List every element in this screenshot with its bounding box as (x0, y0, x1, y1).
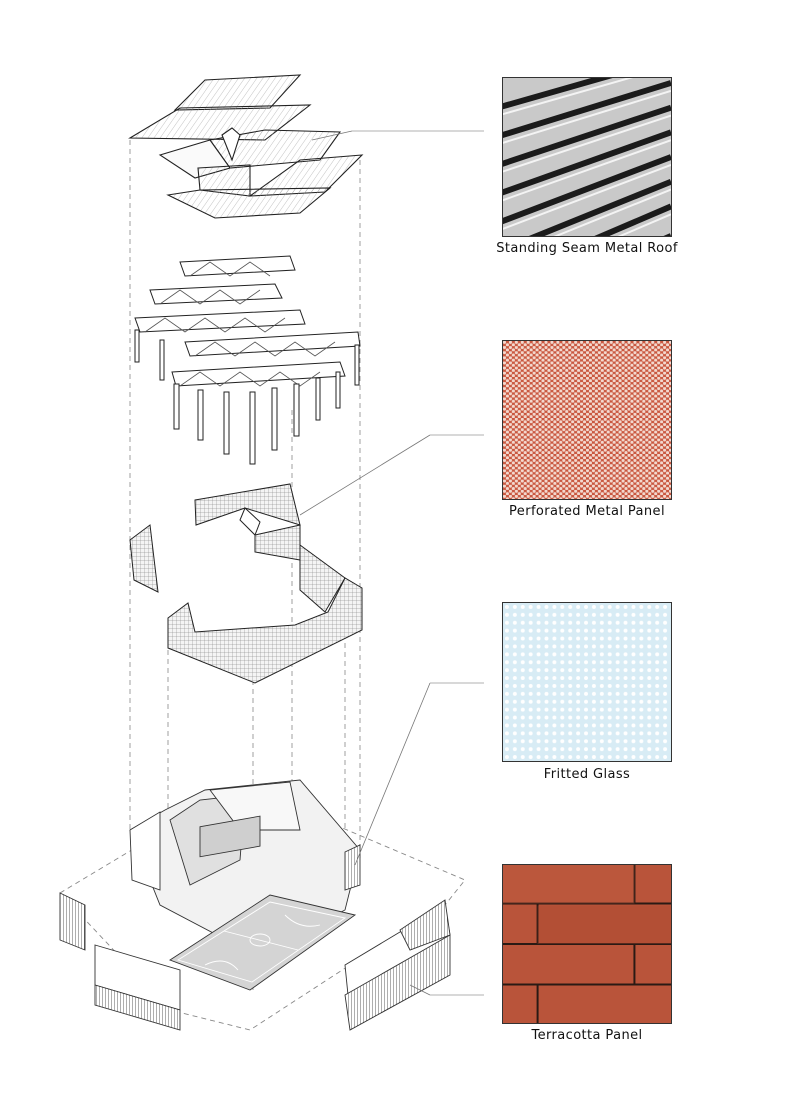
perforated-facade-layer (129, 483, 363, 684)
structure-layer (134, 255, 361, 465)
roof-leader (311, 130, 353, 141)
perforated-metal-label: Perforated Metal Panel (509, 504, 665, 519)
roof-layer (128, 74, 364, 219)
fritted-glass-swatch (502, 602, 672, 762)
ground-floor-layer (59, 779, 466, 1031)
terracotta-panel-swatch (502, 864, 672, 1024)
standing-seam-roof-label: Standing Seam Metal Roof (496, 241, 678, 256)
terracotta-panel-label: Terracotta Panel (531, 1028, 643, 1043)
perforated-metal-swatch (502, 340, 672, 500)
glass-leader (354, 682, 431, 866)
facade-leader (299, 434, 431, 516)
fritted-glass-label: Fritted Glass (543, 767, 631, 782)
standing-seam-roof-swatch (502, 77, 672, 237)
terracotta-leader (409, 984, 431, 996)
